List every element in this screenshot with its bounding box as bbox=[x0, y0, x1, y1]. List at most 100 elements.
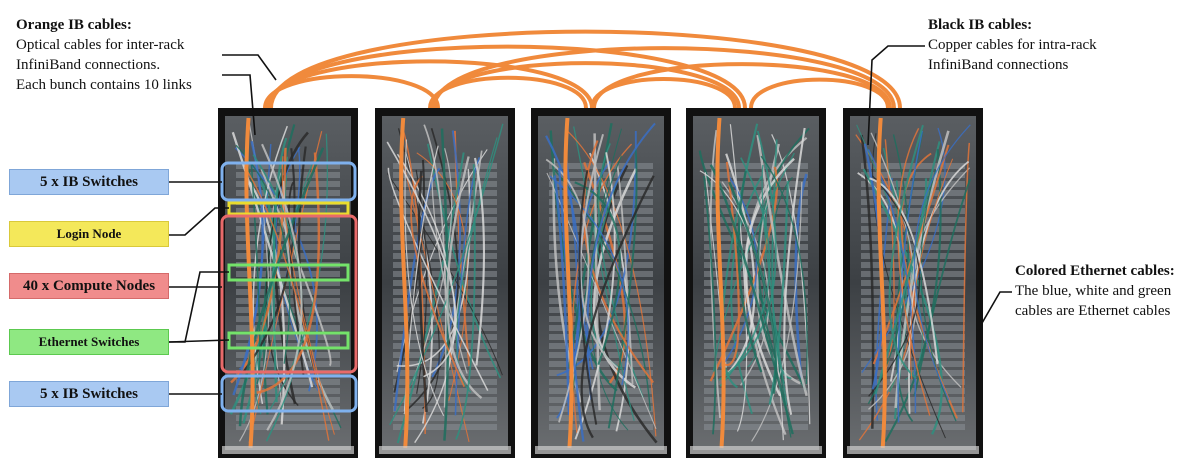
cable bbox=[703, 175, 717, 435]
cable bbox=[455, 164, 476, 440]
cable bbox=[578, 170, 598, 425]
server-slot bbox=[549, 190, 653, 196]
rack-floor-tile bbox=[222, 446, 354, 454]
orange-ib-title: Orange IB cables: bbox=[16, 17, 132, 33]
cable bbox=[404, 139, 445, 417]
cable bbox=[868, 175, 920, 397]
ethernet-title: Colored Ethernet cables: bbox=[1015, 263, 1175, 279]
ethernet-line-2: cables are Ethernet cables bbox=[1015, 303, 1171, 319]
leader-ethernet bbox=[977, 291, 1012, 331]
server-slot bbox=[704, 217, 808, 223]
cable bbox=[751, 181, 803, 442]
leader-lines bbox=[168, 45, 1012, 395]
cable bbox=[412, 147, 453, 381]
server-slot bbox=[236, 352, 340, 358]
orange-ib-annotation: Orange IB cables: Optical cables for int… bbox=[16, 15, 192, 95]
rack-floor-tile bbox=[847, 446, 979, 454]
cable bbox=[875, 177, 893, 421]
optical-arc-3-5 bbox=[592, 62, 892, 109]
server-slot bbox=[861, 163, 965, 169]
cable bbox=[396, 153, 456, 444]
leader-orange-ib bbox=[222, 54, 277, 81]
orange-ib-line-1: Optical cables for inter-rack bbox=[16, 37, 185, 53]
server-slot bbox=[704, 379, 808, 385]
cable bbox=[771, 134, 811, 425]
cable bbox=[760, 155, 808, 385]
cable bbox=[410, 175, 466, 388]
leader-ethernet-2 bbox=[168, 339, 230, 343]
cable bbox=[256, 152, 321, 394]
cable bbox=[580, 175, 655, 439]
server-slot bbox=[549, 163, 653, 169]
cable bbox=[549, 175, 629, 386]
cable bbox=[545, 135, 582, 367]
rack-1 bbox=[218, 108, 358, 458]
server-slot bbox=[861, 388, 965, 394]
server-slot bbox=[861, 406, 965, 412]
cable bbox=[593, 133, 601, 411]
server-slot bbox=[704, 370, 808, 376]
server-slot bbox=[549, 388, 653, 394]
server-slot bbox=[704, 424, 808, 430]
cable bbox=[244, 166, 330, 441]
server-slot bbox=[704, 235, 808, 241]
server-slot bbox=[861, 415, 965, 421]
cable bbox=[861, 127, 946, 374]
orange-ib-line-2: InfiniBand connections. bbox=[16, 57, 161, 73]
cable bbox=[431, 177, 468, 374]
server-slot bbox=[549, 199, 653, 205]
cable bbox=[910, 158, 954, 380]
rack-floor-tile bbox=[535, 446, 667, 454]
rack-floor-tile bbox=[379, 446, 511, 454]
cable bbox=[897, 130, 924, 423]
server-slot bbox=[236, 181, 340, 187]
cable bbox=[616, 165, 634, 385]
server-slot bbox=[861, 226, 965, 232]
server-slot bbox=[704, 307, 808, 313]
cable bbox=[860, 134, 875, 429]
server-slot bbox=[704, 415, 808, 421]
rack-4 bbox=[686, 108, 826, 458]
label-ib-switches-bottom: 5 x IB Switches bbox=[9, 381, 169, 407]
server-slot bbox=[704, 316, 808, 322]
cable bbox=[783, 127, 806, 416]
label-compute-nodes: 40 x Compute Nodes bbox=[9, 273, 169, 299]
black-ib-line-1: Copper cables for intra-rack bbox=[928, 37, 1097, 53]
server-slot bbox=[236, 406, 340, 412]
server-slot bbox=[236, 397, 340, 403]
cable bbox=[553, 169, 651, 411]
cable bbox=[252, 125, 289, 405]
cable bbox=[261, 143, 303, 431]
cable bbox=[238, 147, 325, 427]
cable bbox=[768, 181, 789, 405]
rack-2 bbox=[375, 108, 515, 458]
compute-nodes-box bbox=[220, 214, 358, 374]
server-slot bbox=[236, 226, 340, 232]
server-slot bbox=[704, 361, 808, 367]
optical-arc-4-5 bbox=[749, 77, 890, 109]
server-slot bbox=[704, 163, 808, 169]
optical-cable-drop bbox=[876, 117, 887, 449]
server-slot bbox=[236, 316, 340, 322]
server-slot bbox=[861, 361, 965, 367]
server-slot bbox=[704, 226, 808, 232]
cable bbox=[962, 142, 971, 413]
optical-arc-2-5 bbox=[432, 46, 896, 109]
server-slot bbox=[861, 190, 965, 196]
cable bbox=[569, 155, 623, 424]
server-slot bbox=[236, 190, 340, 196]
cable bbox=[698, 150, 807, 391]
ethernet-annotation: Colored Ethernet cables: The blue, white… bbox=[1015, 261, 1175, 321]
server-slot bbox=[704, 181, 808, 187]
cable bbox=[417, 170, 428, 413]
cable bbox=[757, 127, 810, 384]
server-slot bbox=[549, 226, 653, 232]
rack-3 bbox=[531, 108, 671, 458]
server-slot bbox=[704, 289, 808, 295]
cable bbox=[579, 133, 619, 369]
cable bbox=[729, 124, 748, 432]
rack-5 bbox=[843, 108, 983, 458]
cable bbox=[868, 132, 917, 410]
cable bbox=[235, 144, 291, 364]
